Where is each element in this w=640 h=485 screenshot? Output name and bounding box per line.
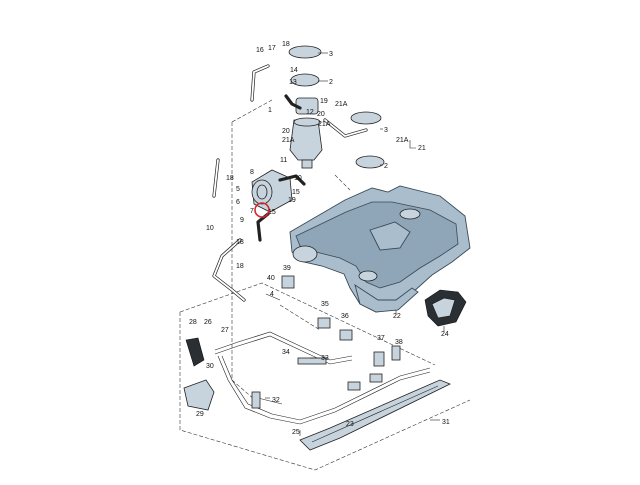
label-9: 9 <box>240 217 244 224</box>
label-10: 10 <box>206 225 214 232</box>
label-12: 12 <box>306 109 314 116</box>
part-labels: 17 18 16 3 14 2 13 1 19 20 21A 21A 12 20… <box>189 41 450 436</box>
label-21A: 21A <box>318 121 331 128</box>
label-26: 26 <box>204 319 212 326</box>
label-15: 15 <box>268 209 276 216</box>
label-25: 25 <box>292 429 300 436</box>
label-22: 22 <box>393 313 401 320</box>
label-17: 17 <box>268 45 276 52</box>
label-33: 33 <box>321 355 329 362</box>
hoses <box>212 64 368 302</box>
label-32: 32 <box>272 397 280 404</box>
label-28: 28 <box>189 319 197 326</box>
label-2: 2 <box>329 79 333 86</box>
label-18: 18 <box>282 41 290 48</box>
leader-lines <box>265 52 445 436</box>
label-1: 1 <box>268 107 272 114</box>
label-40: 40 <box>267 275 275 282</box>
label-18: 18 <box>236 239 244 246</box>
label-6: 6 <box>236 199 240 206</box>
small-parts <box>183 245 401 411</box>
label-37: 37 <box>377 335 385 342</box>
label-27: 27 <box>221 327 229 334</box>
label-18: 18 <box>226 175 234 182</box>
label-21A: 21A <box>335 101 348 108</box>
label-14: 14 <box>290 67 298 74</box>
label-31: 31 <box>442 419 450 426</box>
label-3: 3 <box>329 51 333 58</box>
label-3: 3 <box>384 127 388 134</box>
label-8: 8 <box>250 169 254 176</box>
fuel-tank <box>289 185 471 313</box>
seals <box>350 111 385 169</box>
label-20: 20 <box>317 111 325 118</box>
label-16: 16 <box>256 47 264 54</box>
label-13: 13 <box>289 79 297 86</box>
label-23: 23 <box>346 421 354 428</box>
label-10: 10 <box>294 175 302 182</box>
label-2: 2 <box>384 163 388 170</box>
label-36: 36 <box>341 313 349 320</box>
label-19: 19 <box>288 197 296 204</box>
label-30: 30 <box>206 363 214 370</box>
label-21A: 21A <box>396 137 409 144</box>
label-34: 34 <box>282 349 290 356</box>
label-21A: 21A <box>282 137 295 144</box>
highlight-ring-part-7 <box>254 202 270 218</box>
label-21: 21 <box>418 145 426 152</box>
label-29: 29 <box>196 411 204 418</box>
label-15: 15 <box>292 189 300 196</box>
fuel-sender-unit <box>288 45 323 169</box>
label-4: 4 <box>270 291 274 298</box>
fuel-filter <box>251 169 293 213</box>
bracket-24 <box>424 289 467 327</box>
label-18: 18 <box>236 263 244 270</box>
label-19: 19 <box>320 98 328 105</box>
heat-shield-23 <box>299 379 451 451</box>
label-5: 5 <box>236 186 240 193</box>
label-35: 35 <box>321 301 329 308</box>
fuel-lines <box>214 331 431 425</box>
label-24: 24 <box>441 331 449 338</box>
label-39: 39 <box>283 265 291 272</box>
label-20: 20 <box>282 128 290 135</box>
label-7: 7 <box>250 208 254 215</box>
label-38: 38 <box>395 339 403 346</box>
label-11: 11 <box>280 157 287 164</box>
